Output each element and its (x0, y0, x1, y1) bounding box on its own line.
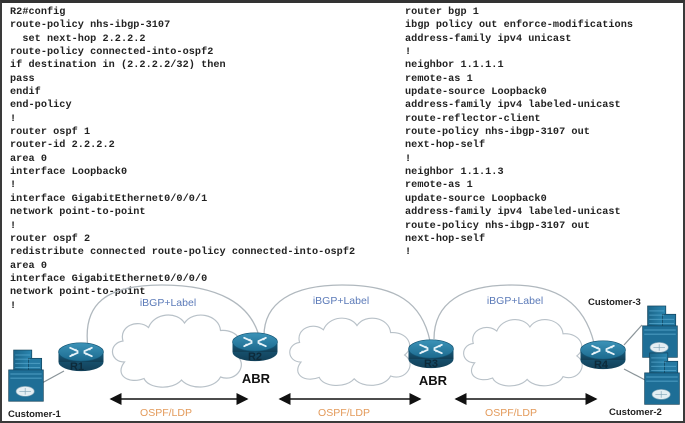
config-line: remote-as 1 (405, 73, 473, 85)
config-line: interface GigabitEthernet0/0/0/1 (10, 193, 208, 205)
router-r3-label: R3 (424, 358, 438, 370)
config-line: ! (405, 47, 412, 59)
ibgp-label-1: iBGP+Label (140, 297, 196, 309)
ospf-cloud-3 (463, 318, 583, 387)
config-line: ibgp policy out enforce-modifications (405, 20, 634, 32)
config-line: next-hop-self (405, 140, 486, 152)
config-line: update-source Loopback0 (405, 193, 547, 205)
config-line: area 0 (10, 260, 47, 272)
config-line: next-hop-self (405, 233, 486, 245)
customer-2-label: Customer-2 (609, 407, 662, 418)
config-line: endif (10, 87, 41, 99)
config-line: address-family ipv4 unicast (405, 33, 572, 45)
link-customer1-r1 (41, 370, 65, 384)
config-line: neighbor 1.1.1.3 (405, 167, 504, 179)
config-line: redistribute connected route-policy conn… (10, 247, 356, 259)
ibgp-session-r1-r2 (86, 284, 261, 349)
config-line: route-policy nhs-ibgp-3107 out (405, 127, 590, 139)
ospf-cloud-1 (111, 314, 242, 388)
config-line: remote-as 1 (405, 180, 473, 192)
r2-config-left-column: R2#config route-policy nhs-ibgp-3107 set … (10, 6, 355, 313)
config-line: route-policy nhs-ibgp-3107 out (405, 220, 590, 232)
link-r4-customer3 (623, 324, 643, 346)
config-line: router-id 2.2.2.2 (10, 140, 115, 152)
config-line: network point-to-point (10, 287, 146, 299)
config-line: router ospf 2 (10, 233, 91, 245)
r2-role-label: ABR (242, 371, 271, 386)
config-line: ! (405, 153, 412, 165)
router-r2-label: R2 (248, 351, 262, 363)
config-line: interface GigabitEthernet0/0/0/0 (10, 273, 208, 285)
config-line: address-family ipv4 labeled-unicast (405, 207, 621, 219)
config-line: if destination in (2.2.2.2/32) then (10, 60, 226, 72)
config-line: ! (405, 247, 412, 259)
config-line: area 0 (10, 153, 47, 165)
ibgp-session-r3-r4 (433, 284, 595, 344)
customer-1-building-icon (8, 349, 44, 402)
r3-role-label: ABR (419, 373, 448, 388)
ospf-cloud-2 (289, 317, 411, 387)
config-line: address-family ipv4 labeled-unicast (405, 100, 621, 112)
config-line: router ospf 1 (10, 127, 91, 139)
customer-3-building-icon (642, 305, 678, 358)
config-line: ! (10, 300, 17, 312)
config-line: ! (10, 113, 17, 125)
ibgp-label-2: iBGP+Label (313, 295, 369, 307)
config-line: network point-to-point (10, 207, 146, 219)
config-line: router bgp 1 (405, 7, 479, 18)
config-line: update-source Loopback0 (405, 87, 547, 99)
config-line: route-reflector-client (405, 113, 541, 125)
customer-1-label: Customer-1 (8, 409, 62, 420)
config-line: R2#config (10, 7, 66, 18)
config-line: set next-hop 2.2.2.2 (10, 33, 146, 45)
customer-2-building-icon (644, 352, 680, 405)
config-line: route-policy connected-into-ospf2 (10, 47, 214, 59)
router-r1-label: R1 (70, 361, 84, 373)
link-r4-customer2 (623, 368, 648, 382)
topology-diagram: R1 R2 R3 R4 ABR ABR iBGP+Label iBGP+Labe… (8, 284, 680, 420)
config-line: ! (10, 220, 17, 232)
ospf-label-3: OSPF/LDP (485, 407, 537, 419)
router-r4-label: R4 (594, 359, 609, 371)
config-line: ! (10, 180, 17, 192)
config-line: end-policy (10, 100, 72, 112)
ibgp-session-r2-r3 (263, 284, 431, 342)
r2-config-right-column: router bgp 1 ibgp policy out enforce-modi… (405, 6, 633, 260)
ibgp-label-3: iBGP+Label (487, 295, 543, 307)
ospf-label-1: OSPF/LDP (140, 407, 192, 419)
config-line: neighbor 1.1.1.1 (405, 60, 504, 72)
config-line: route-policy nhs-ibgp-3107 (10, 20, 171, 32)
ospf-label-2: OSPF/LDP (318, 407, 370, 419)
config-line: interface Loopback0 (10, 167, 128, 179)
customer-3-label: Customer-3 (588, 297, 641, 308)
config-line: pass (10, 73, 35, 85)
